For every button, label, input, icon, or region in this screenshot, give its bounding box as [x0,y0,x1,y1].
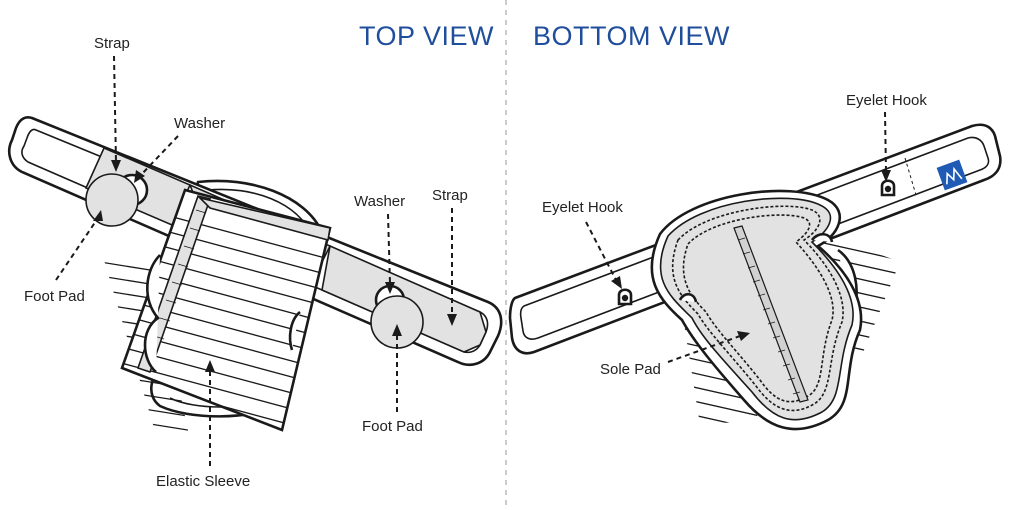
label-elastic-sleeve: Elastic Sleeve [156,473,250,490]
bottom-view-heading: BOTTOM VIEW [533,21,730,51]
foot-pad-right [370,295,424,349]
label-strap-right: Strap [432,187,468,204]
bottom-view-illustration [508,123,1002,431]
label-washer-left: Washer [174,115,225,132]
label-eyelet-hook-left: Eyelet Hook [542,199,623,216]
top-view-callouts: Strap Washer Foot Pad Washer Strap Foot … [24,35,468,490]
eyelet-hook-icon [880,179,896,197]
label-sole-pad: Sole Pad [600,361,661,378]
label-foot-pad-right: Foot Pad [362,418,423,435]
label-strap-left: Strap [94,35,130,52]
foot-pad-left [85,173,139,227]
brand-logo-icon [936,159,968,191]
label-washer-right: Washer [354,193,405,210]
label-eyelet-hook-top: Eyelet Hook [846,92,927,109]
bottom-view-callouts: Eyelet Hook Eyelet Hook Sole Pad [542,92,927,378]
label-foot-pad-left: Foot Pad [24,288,85,305]
eyelet-hook-icon [617,288,633,306]
top-view-heading: TOP VIEW [359,21,494,51]
top-view-illustration [8,116,503,433]
